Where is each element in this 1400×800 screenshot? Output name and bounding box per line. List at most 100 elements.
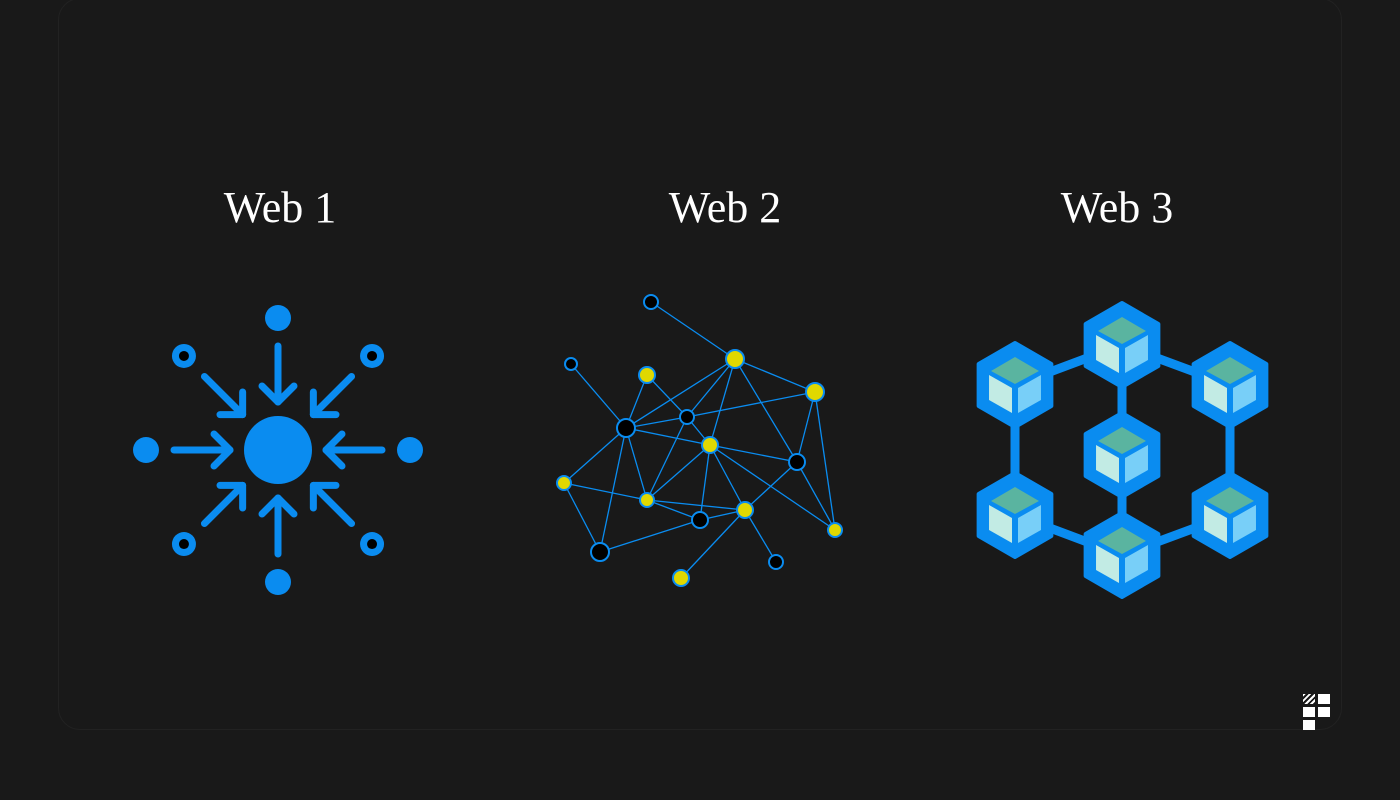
graph-edge — [709, 444, 746, 511]
graph-edge — [625, 427, 648, 501]
outer-node — [133, 437, 159, 463]
arrow-head — [216, 481, 247, 512]
arrow-head — [216, 388, 247, 419]
graph-edge — [646, 444, 711, 501]
outer-node — [265, 305, 291, 331]
graph-edge — [599, 427, 627, 553]
cube-outline — [976, 471, 1054, 559]
cube-outline — [1083, 511, 1161, 599]
graph-edge — [599, 519, 701, 553]
cube-left-face — [1204, 505, 1227, 543]
outer-ring-center — [178, 350, 189, 361]
graph-node-active — [827, 522, 843, 538]
graph-edge — [646, 416, 688, 501]
arrow-shaft — [200, 481, 247, 528]
graph-edge — [709, 358, 736, 446]
graph-node — [564, 357, 578, 371]
title-web2: Web 2 — [668, 183, 782, 232]
graph-node-active — [736, 501, 754, 519]
cube-outline — [1083, 411, 1161, 499]
arrow-head — [322, 430, 346, 470]
graph-edge — [625, 358, 736, 429]
cube-outline — [1191, 341, 1269, 429]
graph-node — [768, 554, 784, 570]
cube-top-face — [1206, 487, 1254, 514]
card-frame — [58, 0, 1342, 730]
graph-node-active — [725, 349, 745, 369]
graph-node-active — [701, 436, 719, 454]
cube-top-face — [1098, 317, 1146, 344]
graph-edge — [744, 509, 777, 563]
cube-right-face — [1125, 545, 1148, 583]
brand-logo-icon — [1303, 694, 1333, 730]
graph-edge — [796, 391, 816, 463]
outer-ring-center — [367, 539, 378, 550]
cube-outline — [976, 341, 1054, 429]
arrow-head — [258, 382, 298, 406]
arrow-head — [258, 494, 298, 518]
cube-top-face — [1098, 427, 1146, 454]
cube-right-face — [1125, 335, 1148, 373]
cube-left-face — [1096, 445, 1119, 483]
graph-edge — [744, 461, 798, 511]
cube-right-face — [1233, 375, 1256, 413]
blockchain-cubes-icon — [976, 301, 1269, 599]
graph-node — [679, 409, 695, 425]
graph-node-active — [672, 569, 690, 587]
graph-edge — [814, 391, 836, 531]
cube-left-face — [989, 375, 1012, 413]
cube-left-face — [1096, 335, 1119, 373]
outer-node — [397, 437, 423, 463]
title-web1: Web 1 — [223, 183, 337, 232]
arrow-shaft — [200, 372, 247, 419]
graph-edge — [563, 482, 601, 553]
cube-top-face — [991, 357, 1039, 384]
cube-outline — [1083, 301, 1161, 389]
arrow-head — [309, 388, 340, 419]
outer-ring-center — [367, 350, 378, 361]
graph-edge — [686, 358, 736, 418]
graph-edge — [709, 444, 836, 531]
cube-left-face — [1204, 375, 1227, 413]
cube-top-face — [991, 487, 1039, 514]
cube-left-face — [1096, 545, 1119, 583]
graph-node — [691, 511, 709, 529]
arrow-shaft — [309, 372, 356, 419]
graph-edge — [646, 499, 746, 511]
title-web3: Web 3 — [1060, 183, 1174, 232]
graph-edge — [686, 391, 816, 418]
graph-edge — [709, 444, 798, 463]
graph-edge — [625, 416, 688, 429]
cube-right-face — [1018, 375, 1041, 413]
cube-outline — [1191, 471, 1269, 559]
cube-left-face — [989, 505, 1012, 543]
graph-node — [788, 453, 806, 471]
cube-top-face — [1098, 527, 1146, 554]
cube-right-face — [1125, 445, 1148, 483]
graph-edge — [625, 427, 711, 446]
graph-edge — [734, 358, 816, 393]
graph-node — [643, 294, 659, 310]
arrow-shaft — [309, 481, 356, 528]
graph-node-active — [556, 475, 572, 491]
graph-edge — [680, 509, 746, 579]
graph-edge — [646, 374, 688, 418]
graph-edge — [650, 301, 736, 360]
graph-edge — [699, 444, 711, 521]
graph-edge — [734, 358, 798, 463]
graph-edge — [646, 499, 701, 521]
graph-edge — [563, 482, 648, 501]
graph-node-active — [639, 492, 655, 508]
arrow-head — [210, 430, 234, 470]
graph-edge — [796, 461, 836, 531]
arrow-head — [309, 481, 340, 512]
graph-node-active — [638, 366, 656, 384]
cube-top-face — [1206, 357, 1254, 384]
outer-node — [265, 569, 291, 595]
hub-circle — [244, 416, 312, 484]
graph-node — [616, 418, 636, 438]
graph-edge — [563, 427, 627, 484]
cube-right-face — [1018, 505, 1041, 543]
graph-node — [590, 542, 610, 562]
network-graph-icon — [556, 294, 843, 587]
